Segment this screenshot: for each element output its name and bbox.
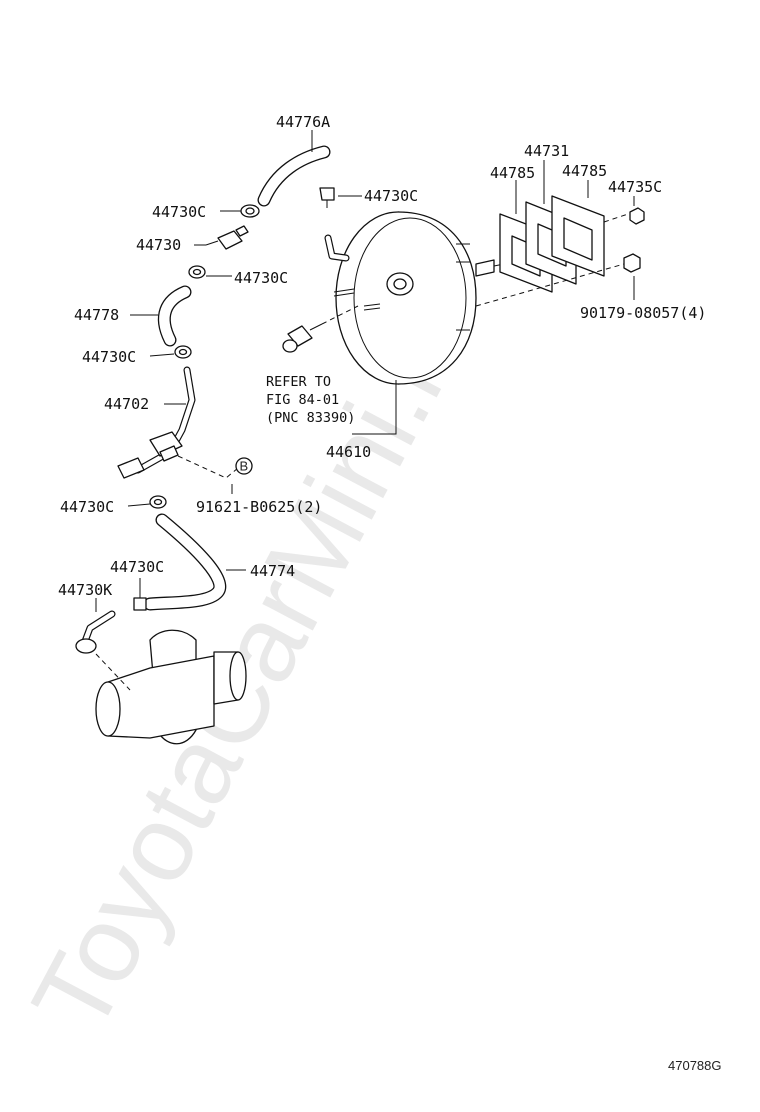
clip-44730c-middle[interactable]	[188, 265, 206, 279]
clip-44730c-lower[interactable]	[174, 345, 192, 359]
intake-manifold	[95, 629, 247, 745]
callout-b-label: B	[240, 459, 249, 474]
label-90179-08057[interactable]: 90179-08057(4)	[580, 304, 706, 322]
label-44730c-a[interactable]: 44730C	[364, 187, 418, 205]
brake-booster-44610[interactable]	[335, 211, 505, 385]
label-44785-b[interactable]: 44785	[562, 162, 607, 180]
hose-44774[interactable]	[143, 513, 227, 611]
callout-b-circle	[235, 457, 253, 475]
watermark-text: ToyotaCarMini.ru	[8, 273, 498, 1051]
refer-note-line1: REFER TO	[266, 374, 331, 390]
clip-44730c-pipe[interactable]	[149, 495, 167, 509]
label-44730c-f[interactable]: 44730C	[110, 558, 164, 576]
label-44785-a[interactable]: 44785	[490, 164, 535, 182]
refer-note-line2: FIG 84-01	[266, 392, 339, 408]
gasket-44785-rear[interactable]	[551, 195, 605, 277]
hose-44776a[interactable]	[257, 145, 331, 207]
label-91621-b0625[interactable]: 91621-B0625(2)	[196, 498, 322, 516]
nut-90179[interactable]	[623, 253, 641, 273]
ref-line-bolt	[177, 455, 239, 479]
union-44730k[interactable]	[75, 610, 116, 654]
ref-line-pushrod	[321, 305, 359, 325]
diagram-id: 470788G	[668, 1058, 722, 1073]
check-valve-44730[interactable]	[205, 225, 249, 250]
label-44778[interactable]: 44778	[74, 306, 119, 324]
vacuum-pipe-44702[interactable]	[117, 366, 196, 479]
label-44730c-b[interactable]: 44730C	[152, 203, 206, 221]
label-44776a[interactable]: 44776A	[276, 113, 330, 131]
label-44730[interactable]: 44730	[136, 236, 181, 254]
label-44730k[interactable]: 44730K	[58, 581, 112, 599]
label-44735c[interactable]: 44735C	[608, 178, 662, 196]
ref-line-nut-upper	[603, 213, 629, 223]
label-44731[interactable]: 44731	[524, 142, 569, 160]
leader-lines	[95, 130, 635, 612]
clip-44730c-bottom[interactable]	[133, 597, 147, 611]
booster-studs	[333, 288, 381, 311]
refer-note-line3: (PNC 83390)	[266, 410, 355, 426]
nut-44735c[interactable]	[629, 207, 645, 225]
ref-line-nut-lower	[475, 263, 625, 307]
label-44774[interactable]: 44774	[250, 562, 295, 580]
booster-check-tube	[324, 234, 350, 262]
label-44730c-d[interactable]: 44730C	[82, 348, 136, 366]
label-44730c-c[interactable]: 44730C	[234, 269, 288, 287]
hose-44778[interactable]	[157, 285, 192, 347]
pushrod-clevis[interactable]	[282, 323, 323, 353]
clip-44730c-upper[interactable]	[319, 187, 335, 208]
label-44730c-e[interactable]: 44730C	[60, 498, 114, 516]
clip-44730c-left[interactable]	[240, 204, 260, 218]
label-44610[interactable]: 44610	[326, 443, 371, 461]
label-44702[interactable]: 44702	[104, 395, 149, 413]
